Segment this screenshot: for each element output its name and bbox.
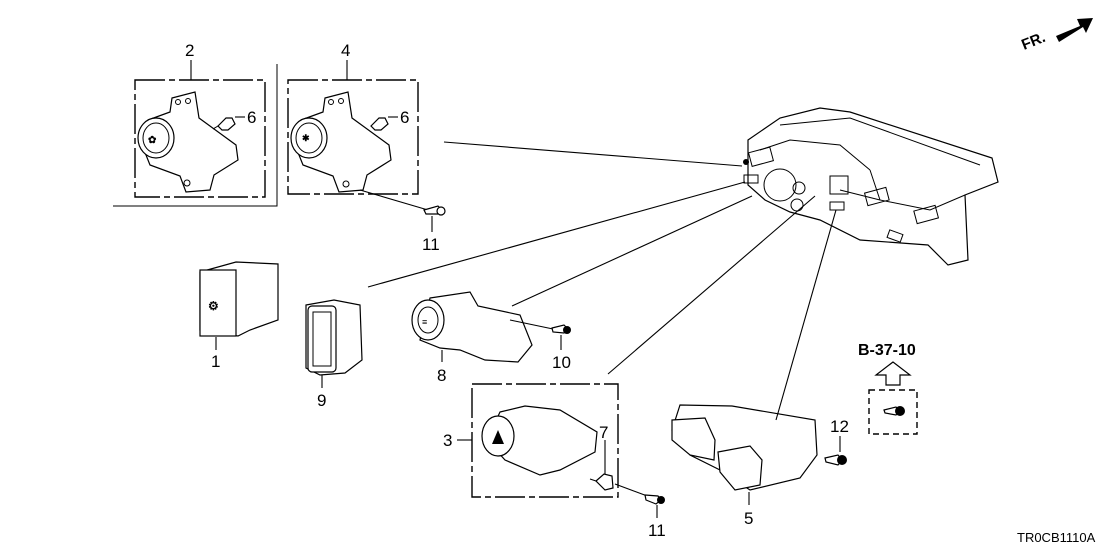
callout-5[interactable]: 5 (744, 509, 753, 528)
callout-11b[interactable]: 11 (648, 521, 666, 540)
switch-panel-icon (671, 404, 818, 491)
callout-7[interactable]: 7 (599, 423, 608, 442)
svg-text:✱: ✱ (302, 133, 310, 143)
callout-8[interactable]: 8 (437, 366, 446, 385)
callout-9[interactable]: 9 (317, 391, 326, 410)
part-1: ⚙ 1 (199, 261, 279, 371)
push-start-switch-icon: ≡ (411, 291, 533, 363)
screw-icon (551, 324, 571, 334)
bolt-icon (824, 454, 847, 466)
callout-2[interactable]: 2 (185, 41, 194, 60)
callout-3[interactable]: 3 (443, 431, 452, 450)
round-switch-icon: ✿ (137, 91, 239, 193)
svg-text:≡: ≡ (422, 317, 427, 327)
callout-4[interactable]: 4 (341, 41, 350, 60)
front-direction-indicator: FR. (1019, 18, 1093, 54)
vent-icon (747, 146, 775, 167)
part-group-3: 3 7 11 (443, 383, 666, 540)
arrow-up-icon (874, 361, 912, 386)
fr-label: FR. (1019, 29, 1048, 54)
round-switch-icon: ✱ (290, 91, 392, 193)
part-8: ≡ 8 10 (411, 291, 571, 385)
dashboard-illustration (743, 107, 999, 266)
callout-11a[interactable]: 11 (422, 235, 440, 254)
bolt-icon (883, 406, 905, 416)
part-group-4: 4 ✱ 6 11 (287, 41, 446, 254)
vent-icon (913, 204, 940, 225)
callout-10[interactable]: 10 (552, 353, 571, 372)
bezel-icon (305, 299, 363, 376)
screw-icon (644, 494, 665, 505)
svg-text:⚙: ⚙ (208, 299, 219, 313)
clip-icon (370, 117, 389, 131)
rocker-switch-icon: ⚙ (199, 261, 279, 337)
reference-label[interactable]: B-37-10 (858, 342, 916, 359)
clip-icon (212, 117, 236, 131)
svg-text:✿: ✿ (148, 135, 157, 146)
callout-1[interactable]: 1 (211, 352, 220, 371)
callout-6b[interactable]: 6 (400, 108, 409, 127)
reference-block[interactable]: B-37-10 (858, 342, 918, 435)
clip-icon (589, 473, 614, 491)
callout-6a[interactable]: 6 (247, 108, 256, 127)
screw-icon (423, 205, 446, 216)
diagram-code: TR0CB1110A (1017, 530, 1096, 545)
part-group-2: 2 ✿ 6 (113, 41, 278, 207)
part-5: 5 12 (671, 404, 849, 528)
vent-icon (863, 186, 890, 207)
hazard-switch-icon (481, 405, 598, 476)
front-arrow-icon (1056, 18, 1093, 42)
part-9: 9 (305, 299, 363, 410)
callout-12[interactable]: 12 (830, 417, 849, 436)
